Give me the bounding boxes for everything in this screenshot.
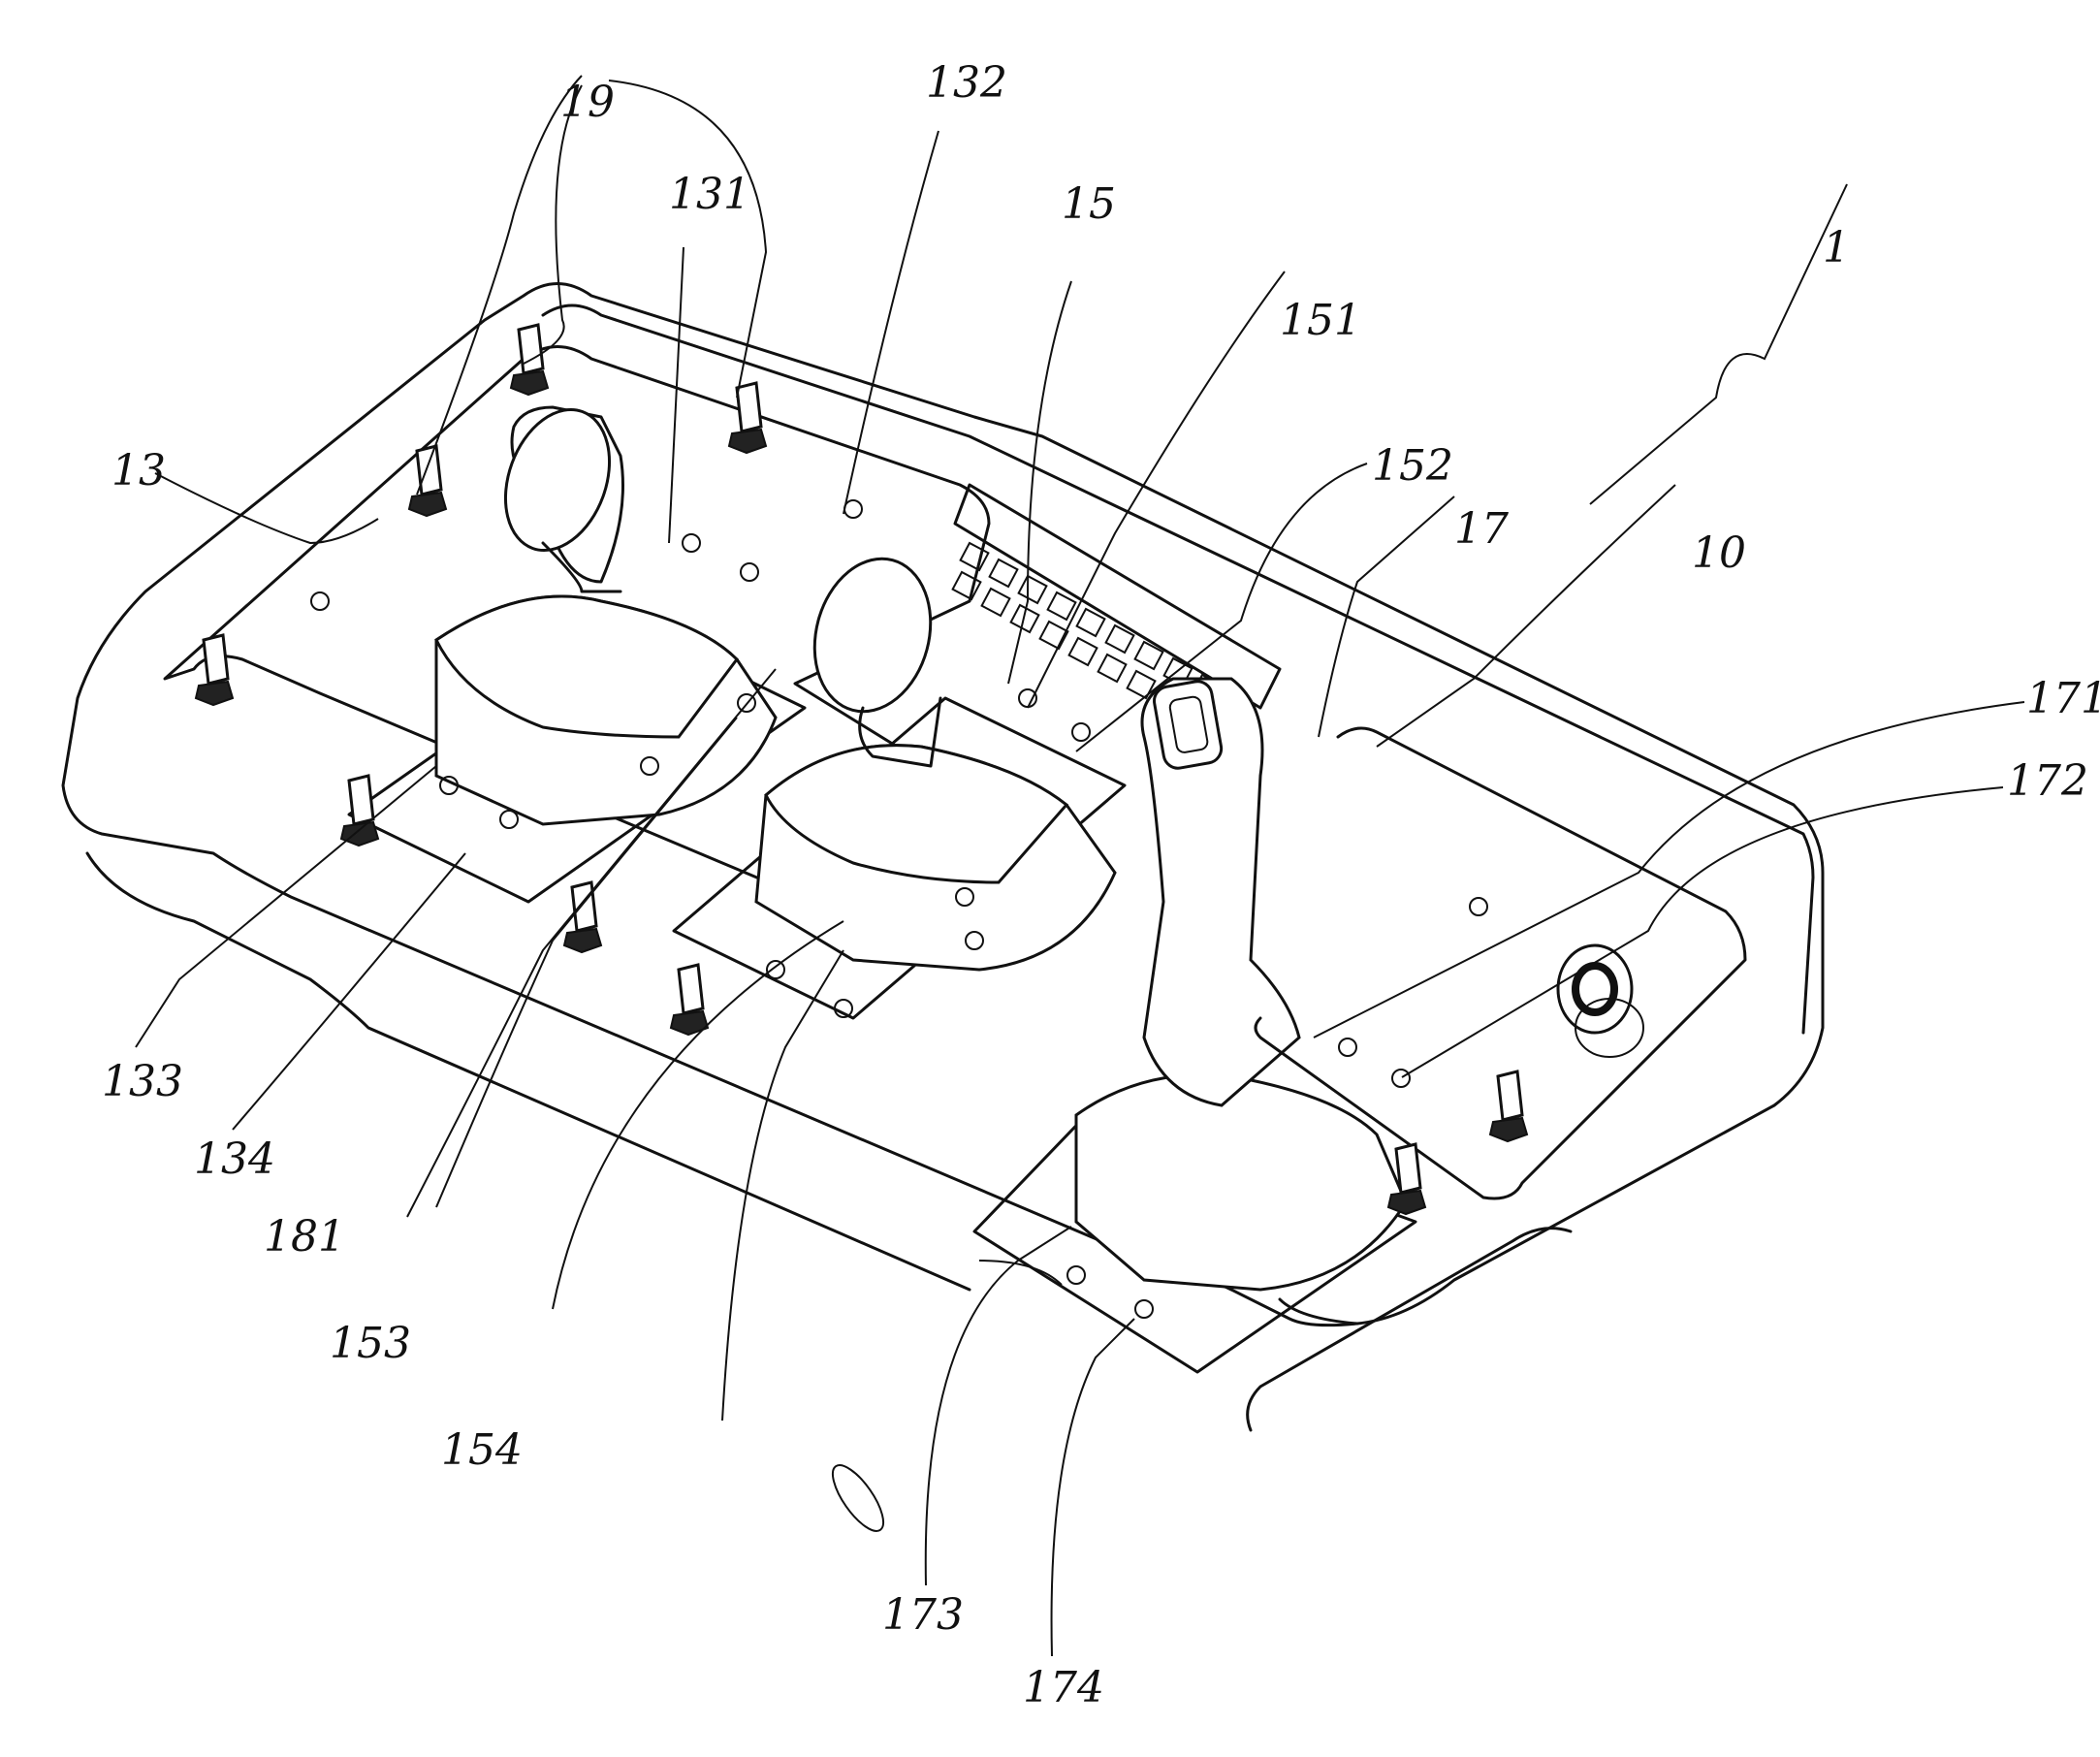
- label-13: 13: [111, 446, 166, 495]
- screw: [766, 960, 785, 979]
- label-10: 10: [1692, 528, 1746, 578]
- keypad-key: [1104, 623, 1135, 655]
- label-173: 173: [882, 1590, 964, 1640]
- screw: [640, 756, 659, 776]
- label-154: 154: [441, 1425, 523, 1475]
- screw: [965, 931, 984, 950]
- toggle-lever: [202, 633, 230, 686]
- toggle-nut: [509, 369, 550, 397]
- keypad-key: [1075, 607, 1106, 638]
- toggle-lever: [735, 381, 763, 433]
- joystick-13: [347, 405, 807, 904]
- screw: [1338, 1038, 1357, 1057]
- keypad-key: [1009, 603, 1040, 634]
- toggle-switch: [669, 963, 710, 1037]
- label-152: 152: [1372, 441, 1453, 491]
- leader-lines: [135, 75, 2025, 1657]
- toggle-nut: [194, 680, 235, 707]
- keypad: [951, 483, 1282, 750]
- cable-port: [831, 1464, 885, 1532]
- keypad-key: [1046, 591, 1077, 622]
- toggle-switch: [509, 323, 550, 397]
- label-15: 15: [1062, 179, 1116, 229]
- screw: [1066, 1265, 1086, 1285]
- label-171: 171: [2026, 674, 2100, 723]
- console-housing: [61, 282, 1825, 1327]
- label-19: 19: [560, 78, 615, 127]
- keypad-key: [988, 558, 1019, 589]
- screw: [1134, 1299, 1154, 1319]
- toggle-switch: [194, 633, 235, 707]
- label-181: 181: [264, 1212, 345, 1262]
- screw: [737, 693, 756, 713]
- toggle-switch: [339, 774, 380, 847]
- toggle-lever: [1394, 1142, 1422, 1195]
- fasteners: [310, 499, 1488, 1319]
- joystick-17: [972, 677, 1417, 1374]
- keypad-key: [1133, 640, 1164, 671]
- right-panel: [1246, 726, 1747, 1432]
- joystick-15: [672, 557, 1127, 1020]
- keypad-key: [951, 570, 982, 601]
- toggle-nut: [669, 1009, 710, 1037]
- screw: [1469, 897, 1488, 916]
- keypad-key: [959, 541, 990, 572]
- label-151: 151: [1280, 296, 1361, 345]
- toggle-switch: [407, 444, 448, 518]
- toggle-lever: [347, 774, 375, 826]
- label-133: 133: [102, 1057, 183, 1106]
- keypad-key: [1067, 636, 1098, 667]
- toggle-lever: [517, 323, 545, 375]
- label-153: 153: [330, 1319, 411, 1368]
- screw: [439, 776, 459, 795]
- screw: [499, 810, 519, 829]
- toggle-switch: [727, 381, 768, 455]
- keypad-key: [1038, 620, 1069, 651]
- label-174: 174: [1023, 1663, 1104, 1712]
- label-131: 131: [669, 170, 750, 219]
- screw: [834, 999, 853, 1018]
- keypad-key: [1126, 669, 1157, 700]
- toggle-nut: [407, 491, 448, 518]
- screw: [955, 887, 974, 907]
- toggle-switch: [1386, 1142, 1427, 1216]
- toggle-switch: [1488, 1070, 1529, 1143]
- label-1: 1: [1823, 223, 1850, 272]
- keypad-key: [1097, 653, 1128, 684]
- label-172: 172: [2007, 756, 2088, 806]
- screw: [682, 533, 701, 553]
- screw: [310, 591, 330, 611]
- toggle-switches: [194, 323, 1529, 1216]
- toggle-lever: [677, 963, 705, 1015]
- reference-labels: 19 132 131 15 151 1 13 152 17 10 171 172…: [102, 58, 2100, 1712]
- label-17: 17: [1454, 504, 1509, 554]
- toggle-lever: [1496, 1070, 1524, 1122]
- label-132: 132: [926, 58, 1007, 108]
- toggle-nut: [727, 428, 768, 455]
- screw: [1018, 688, 1037, 708]
- keypad-key: [980, 587, 1011, 618]
- toggle-nut: [1386, 1189, 1427, 1216]
- screw: [740, 562, 759, 582]
- toggle-nut: [562, 927, 603, 954]
- toggle-lever: [415, 444, 443, 496]
- label-134: 134: [194, 1134, 275, 1184]
- screw: [1071, 722, 1091, 742]
- screw: [1391, 1069, 1411, 1088]
- keypad-key: [1017, 574, 1048, 605]
- screw: [843, 499, 863, 519]
- toggle-nut: [1488, 1116, 1529, 1143]
- toggle-nut: [339, 820, 380, 847]
